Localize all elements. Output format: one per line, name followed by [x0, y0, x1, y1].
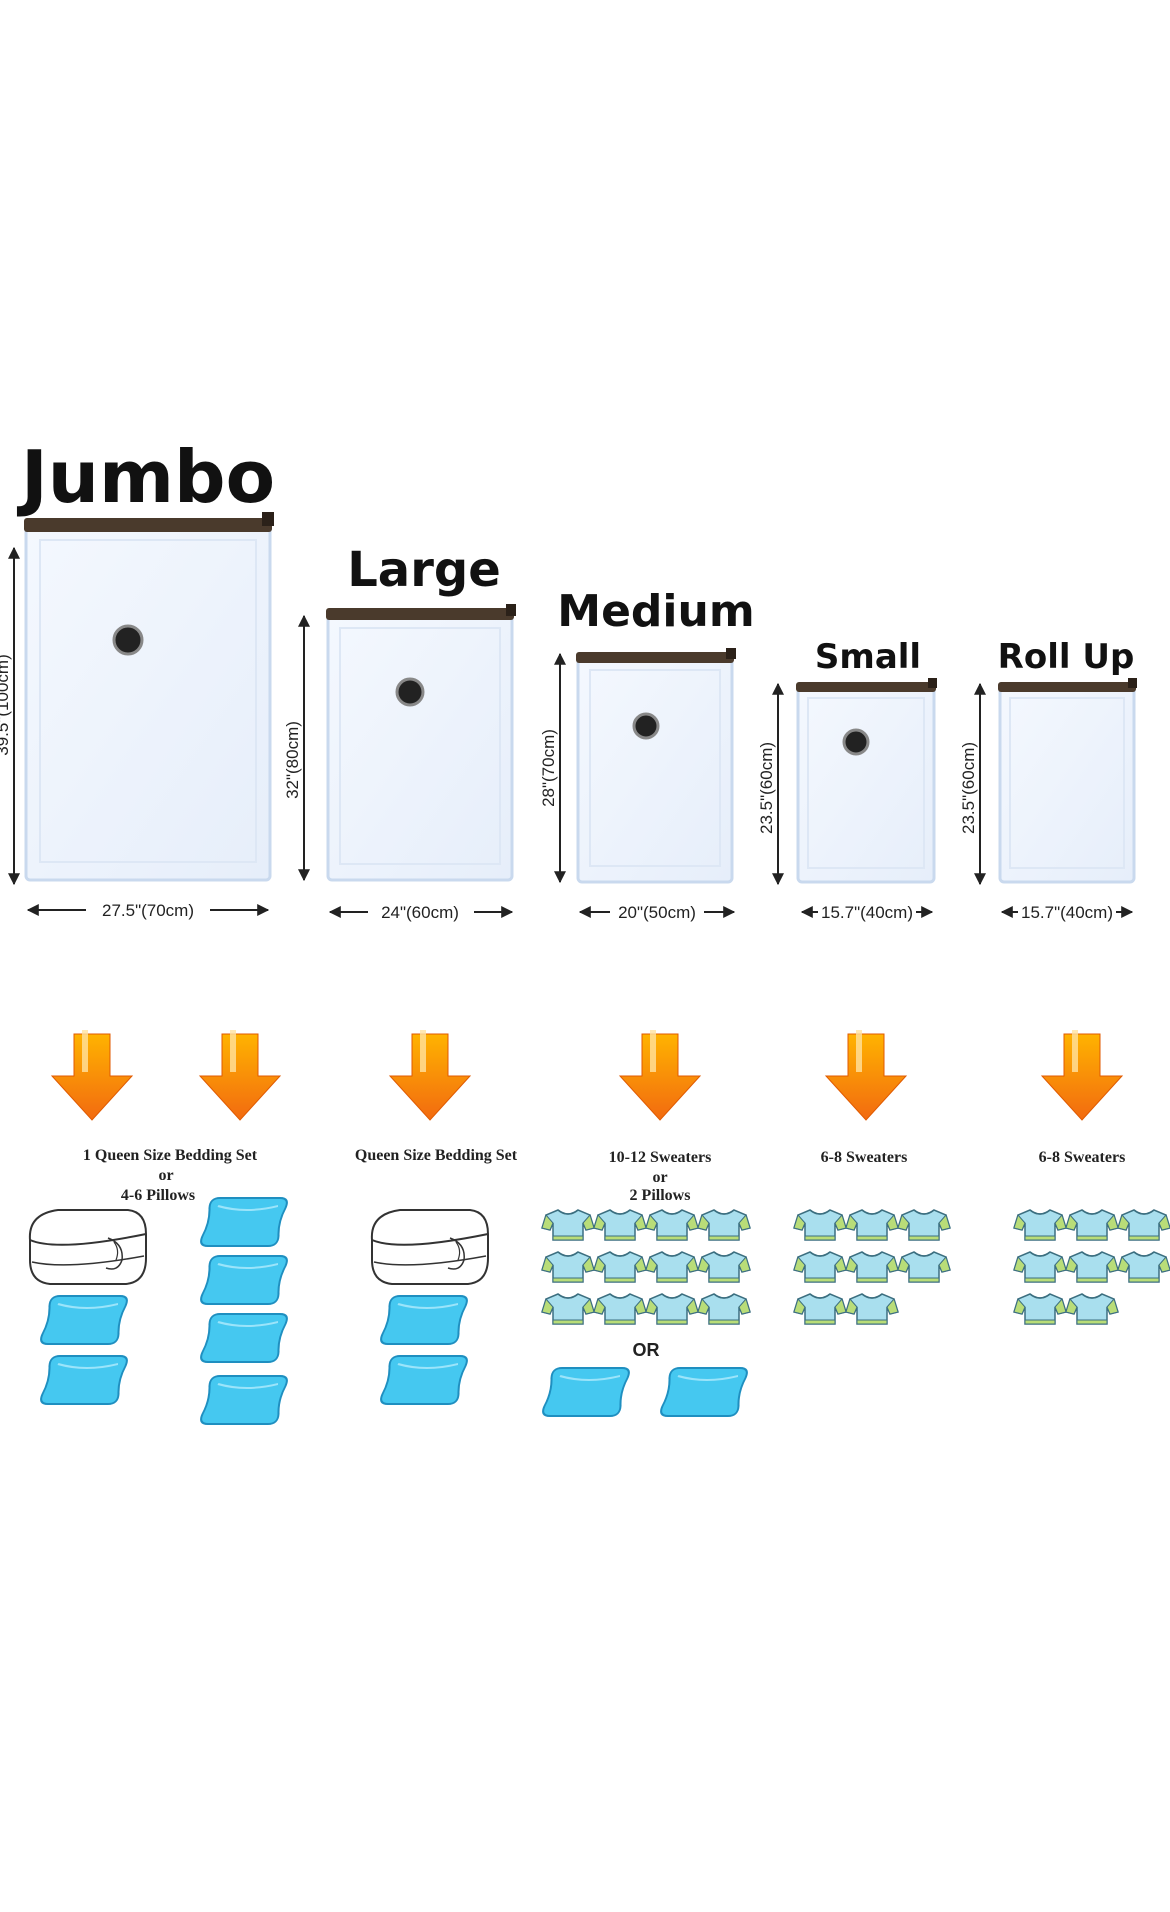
down-arrow-icon	[1041, 1029, 1123, 1121]
sweater-icon	[1065, 1293, 1119, 1325]
bag-name-rollup: Roll Up	[998, 637, 1135, 677]
pillow-icon	[38, 1295, 130, 1345]
down-arrow-icon	[619, 1029, 701, 1121]
capacity-rollup: 6-8 Sweaters	[1039, 1149, 1126, 1166]
sweater-icon	[793, 1251, 847, 1283]
bag-jumbo: Jumbo 39.5"(100cm) 27.5"(70cm)	[0, 435, 275, 920]
sweater-icon	[1117, 1251, 1170, 1283]
sweater-icon	[645, 1293, 699, 1325]
bag-name-small: Small	[815, 637, 921, 677]
down-arrow-icon	[51, 1029, 133, 1121]
sweater-icon	[697, 1251, 751, 1283]
sweater-icon	[845, 1209, 899, 1241]
comforter-icon	[370, 1209, 489, 1285]
pillow-icon	[198, 1313, 290, 1363]
down-arrow-icon	[199, 1029, 281, 1121]
zipper-icon	[576, 652, 734, 663]
sweater-icon	[1013, 1209, 1067, 1241]
width-label-jumbo: 27.5"(70cm)	[102, 901, 194, 920]
sweater-icon	[593, 1209, 647, 1241]
sweater-icon	[541, 1209, 595, 1241]
sweater-icon	[1065, 1251, 1119, 1283]
height-label-medium: 28"(70cm)	[539, 729, 558, 807]
sweater-icon	[1117, 1209, 1170, 1241]
bag-body-large	[326, 610, 514, 882]
valve-icon	[632, 712, 660, 740]
valve-icon	[842, 728, 870, 756]
sweater-icon	[845, 1251, 899, 1283]
zipper-icon	[24, 518, 272, 532]
down-arrow-icon	[825, 1029, 907, 1121]
sweater-icon	[541, 1293, 595, 1325]
capacity-small: 6-8 Sweaters	[821, 1149, 908, 1166]
capacity-line: 10-12 Sweaters	[609, 1149, 712, 1166]
height-label-small: 23.5"(60cm)	[757, 742, 776, 834]
capacity-large: Queen Size Bedding Set	[355, 1147, 518, 1164]
capacity-line: Queen Size Bedding Set	[355, 1147, 518, 1164]
bag-name-jumbo: Jumbo	[16, 435, 275, 519]
pillow-icon	[198, 1197, 290, 1247]
zipper-icon	[796, 682, 936, 692]
pillow-icon	[540, 1367, 632, 1417]
sweater-icon	[1013, 1293, 1067, 1325]
capacity-line: 4-6 Pillows	[121, 1187, 195, 1204]
bag-medium: Medium 28"(70cm) 20"(50cm)	[539, 586, 755, 922]
width-label-large: 24"(60cm)	[381, 903, 459, 922]
comforter-icon	[28, 1209, 147, 1285]
down-arrow-icon	[389, 1029, 471, 1121]
capacity-line: 1 Queen Size Bedding Set	[83, 1147, 258, 1164]
bag-large: Large 32"(80cm) 24"(60cm)	[283, 542, 516, 922]
sweater-icon	[1013, 1251, 1067, 1283]
width-label-small: 15.7"(40cm)	[821, 903, 913, 922]
bag-body-small	[796, 684, 936, 884]
sweater-icon	[697, 1293, 751, 1325]
pillow-icon	[198, 1375, 290, 1425]
capacity-line: 6-8 Sweaters	[821, 1149, 908, 1166]
width-label-medium: 20"(50cm)	[618, 903, 696, 922]
pillow-icon	[378, 1355, 470, 1405]
sweater-icon	[645, 1209, 699, 1241]
sweater-icon	[697, 1209, 751, 1241]
capacity-medium: 10-12 Sweaters or 2 Pillows	[609, 1149, 712, 1204]
sweater-icon	[645, 1251, 699, 1283]
valve-icon	[395, 677, 425, 707]
bag-name-medium: Medium	[557, 586, 754, 637]
capacity-line: 6-8 Sweaters	[1039, 1149, 1126, 1166]
capacity-jumbo: 1 Queen Size Bedding Set or 4-6 Pillows	[83, 1147, 258, 1204]
height-label-jumbo: 39.5"(100cm)	[0, 654, 12, 755]
sweater-icon	[793, 1293, 847, 1325]
sweater-icon	[1065, 1209, 1119, 1241]
bag-body-rollup	[998, 684, 1136, 884]
height-label-large: 32"(80cm)	[283, 721, 302, 799]
sweater-icon	[897, 1209, 951, 1241]
height-label-rollup: 23.5"(60cm)	[959, 742, 978, 834]
bag-small: Small 23.5"(60cm) 15.7"(40cm)	[757, 637, 937, 922]
pillow-icon	[378, 1295, 470, 1345]
pillow-icon	[38, 1355, 130, 1405]
bag-body-jumbo	[24, 520, 272, 882]
bag-name-large: Large	[347, 542, 501, 598]
sweater-icon	[593, 1293, 647, 1325]
bag-body-medium	[576, 654, 734, 884]
sweater-icon	[845, 1293, 899, 1325]
bag-rollup: Roll Up 23.5"(60cm) 15.7"(40cm)	[959, 637, 1137, 922]
sweater-icon	[897, 1251, 951, 1283]
zipper-icon	[998, 682, 1136, 692]
width-label-rollup: 15.7"(40cm)	[1021, 903, 1113, 922]
or-separator: OR	[633, 1340, 660, 1360]
valve-icon	[112, 624, 144, 656]
pillow-icon	[658, 1367, 750, 1417]
capacity-line: or	[652, 1169, 667, 1186]
sweater-icon	[593, 1251, 647, 1283]
capacity-line: 2 Pillows	[630, 1187, 691, 1204]
sweater-icon	[793, 1209, 847, 1241]
sweater-icon	[541, 1251, 595, 1283]
capacity-line: or	[158, 1167, 173, 1184]
zipper-icon	[326, 608, 514, 620]
pillow-icon	[198, 1255, 290, 1305]
